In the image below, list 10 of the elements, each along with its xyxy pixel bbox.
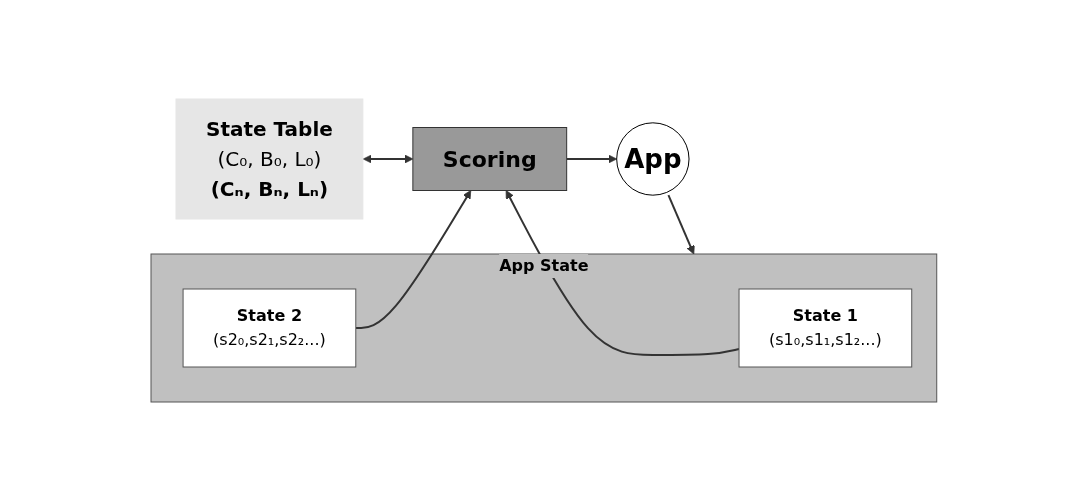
arrow [354, 189, 472, 329]
arrow [363, 154, 414, 163]
node-box: Scoring [412, 126, 568, 191]
arrow [505, 189, 741, 356]
node-circle: App [616, 121, 690, 196]
node-box: State 1 (s1₀,s1₁,s1₂...) [738, 288, 913, 367]
arrow [565, 154, 618, 163]
node-box: State 2 (s2₀,s2₁,s2₂...) [182, 288, 357, 367]
arrow [667, 193, 695, 254]
node-box: State Table (C₀, B₀, L₀) (Cₙ, Bₙ, Lₙ) [175, 98, 364, 219]
